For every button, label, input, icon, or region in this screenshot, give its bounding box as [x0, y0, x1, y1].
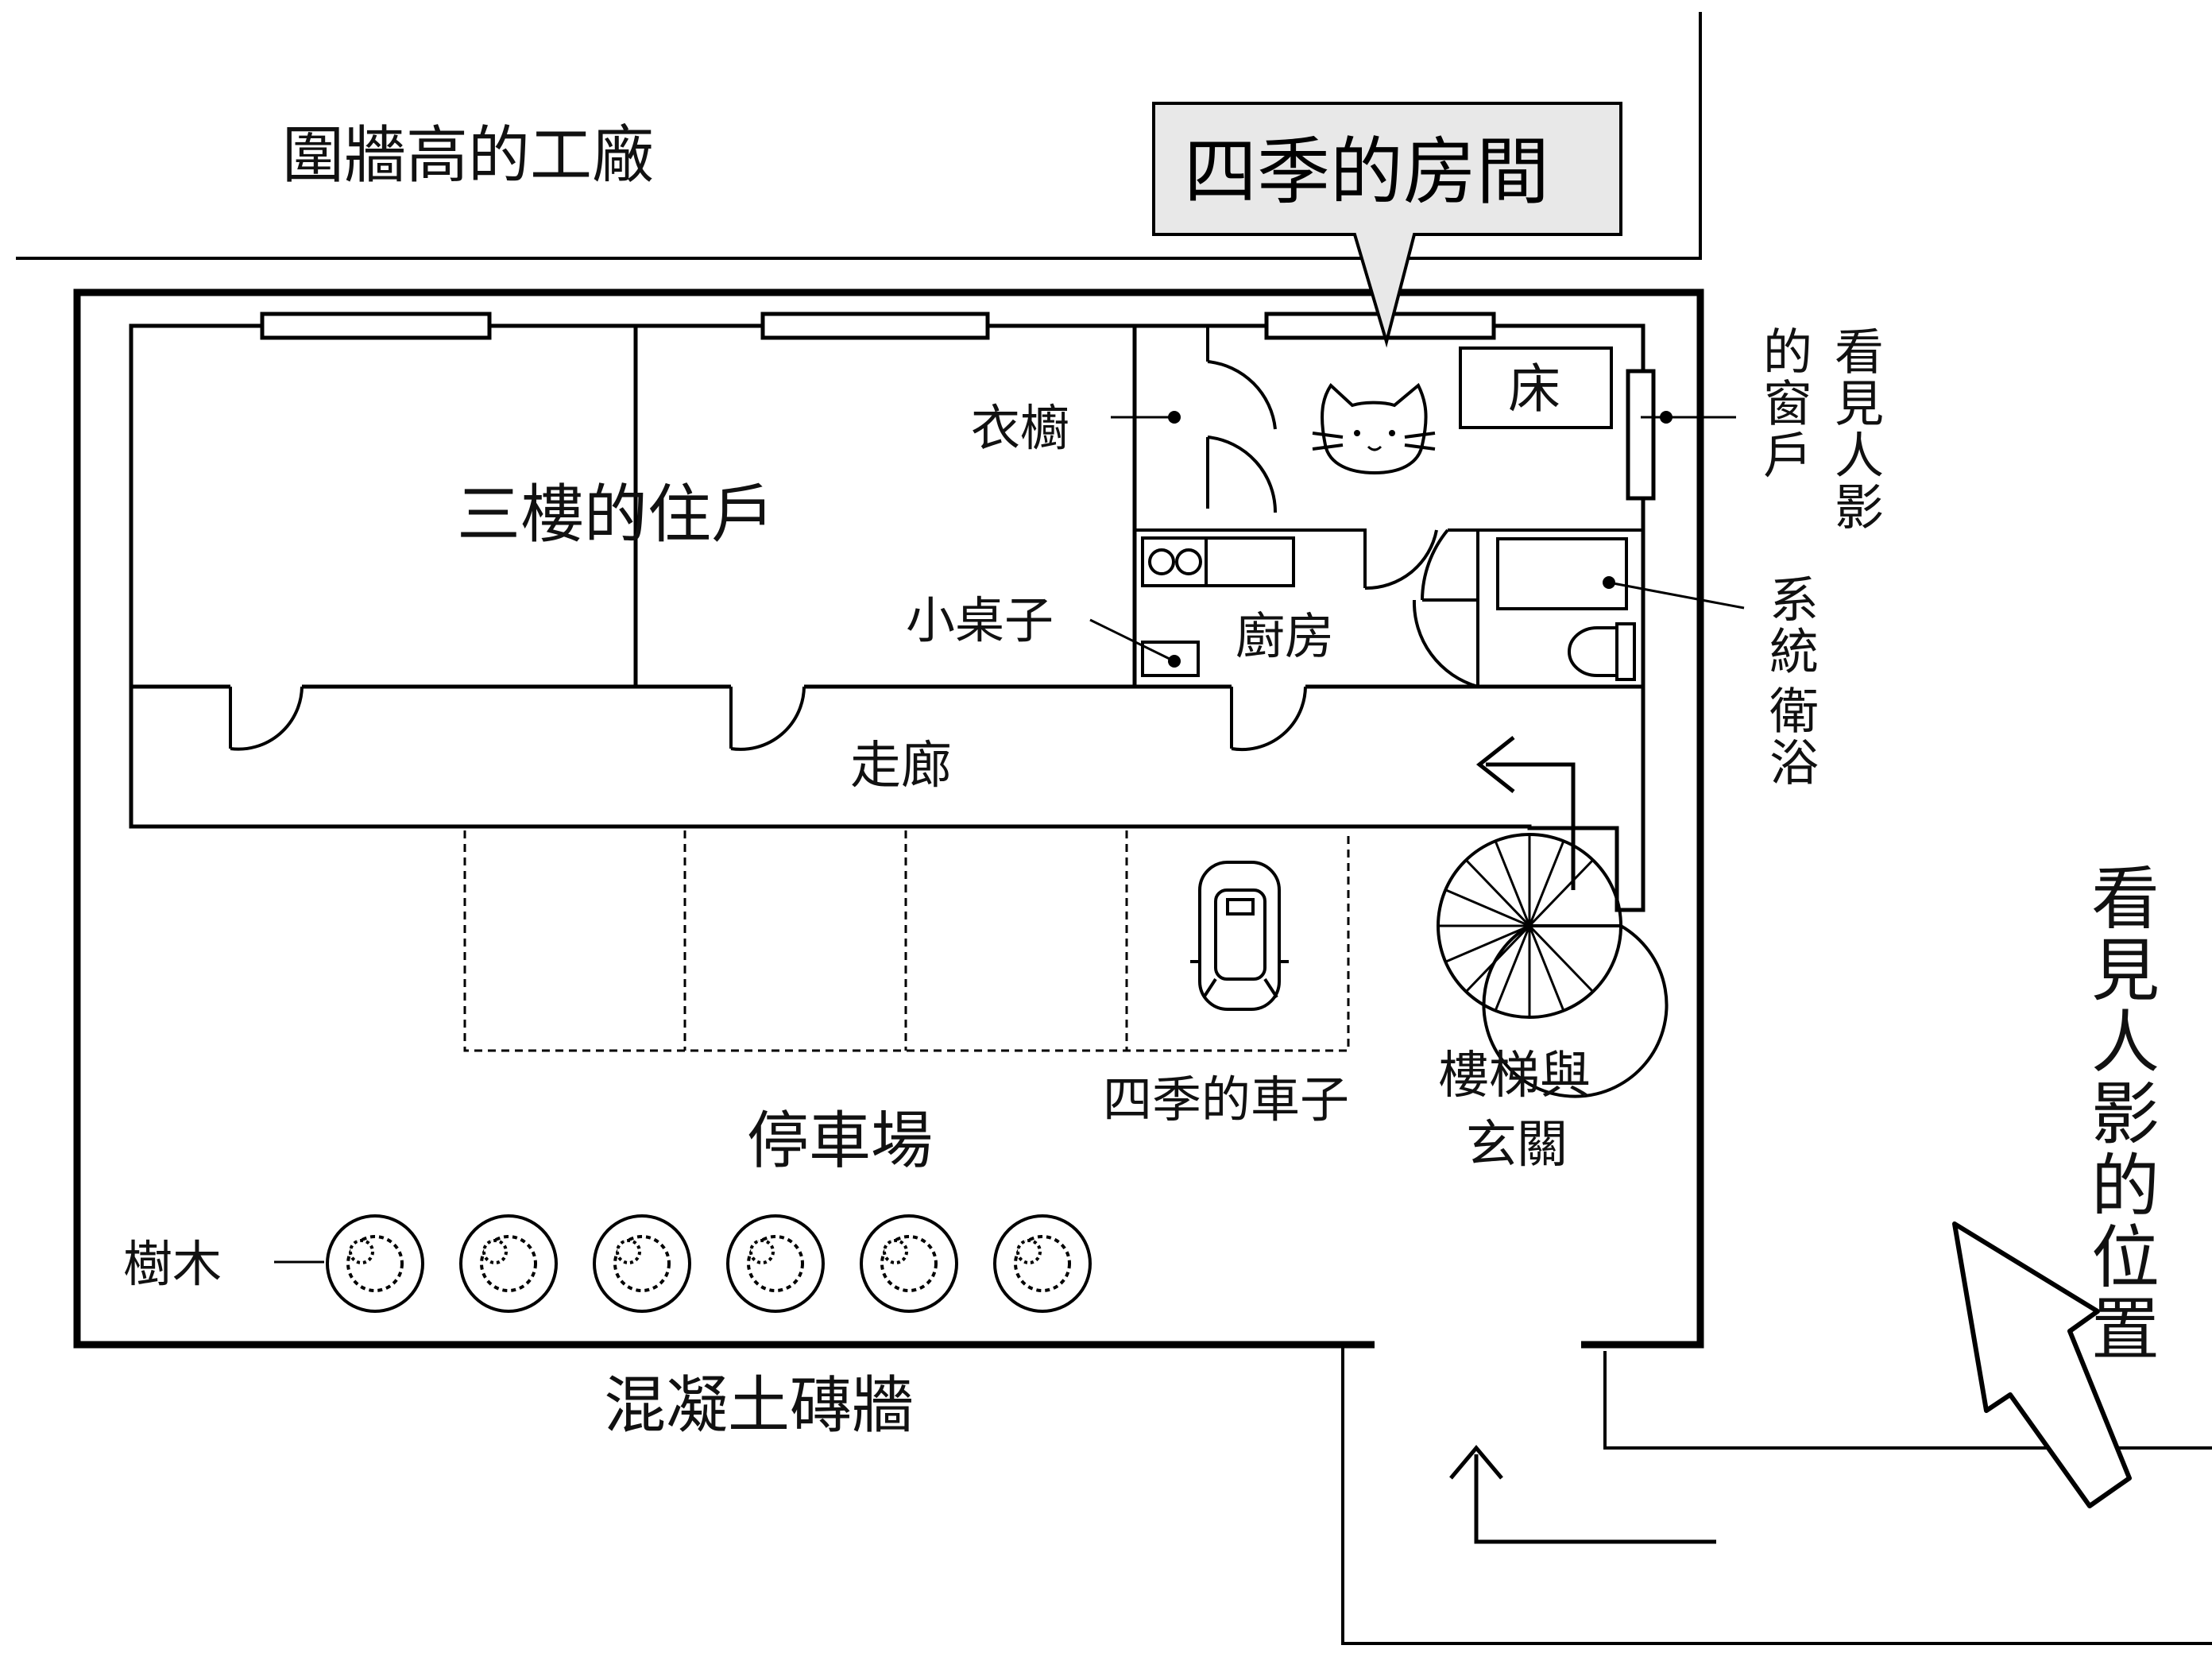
small-table-label: 小桌子: [906, 591, 1054, 649]
corridor-doors: [229, 686, 1307, 752]
corridor-arrow-icon: [1475, 736, 1576, 890]
system-bath-col-1: 系統: [1769, 571, 1819, 681]
corridor-label: 走廊: [850, 737, 952, 796]
seen-position-label: 看見人影的位置: [2091, 860, 2160, 1370]
window-seen-col-2: 的窗戶: [1763, 323, 1812, 485]
concrete-block-wall: [73, 288, 1704, 1349]
car-topview-icon: [1190, 861, 1289, 1011]
trees-label: 樹木: [123, 1235, 222, 1293]
third-floor-label: 三樓的住戶: [457, 478, 775, 552]
wardrobe-door-upper: [1206, 326, 1277, 430]
window-seen-label: 看見人影 的窗戶: [1763, 323, 1884, 536]
tree-shrub-icon: [593, 1214, 691, 1313]
street-arrow-icon: [1449, 1445, 1716, 1544]
window-seen-col-1: 看見人影: [1835, 323, 1884, 536]
bed-label: 床: [1508, 358, 1560, 420]
side-window: [1626, 369, 1656, 501]
room-title: 四季的房間: [1184, 130, 1549, 215]
bath-door-swing: [1412, 599, 1479, 688]
tree-shrub-icon: [860, 1214, 958, 1313]
shiki-car-label: 四季的車子: [1103, 1070, 1349, 1128]
concrete-wall-label: 混凝土磚牆: [604, 1370, 914, 1442]
room-title-callout: [1152, 102, 1622, 348]
factory-wall-line: [16, 12, 1702, 260]
cat-mouth: [1367, 445, 1382, 451]
tree-row: [326, 1214, 1092, 1313]
bathtub-icon: [1496, 537, 1628, 610]
tree-shrub-icon: [459, 1214, 558, 1313]
spiral-stairs-icon: [1437, 833, 1669, 1098]
toilet-icon: [1568, 622, 1636, 681]
tree-shrub-icon: [726, 1214, 825, 1313]
bed-icon: [1459, 346, 1613, 429]
cat-face-icon: [1312, 382, 1436, 475]
window-1: [260, 312, 492, 340]
kitchen-label: 廚房: [1236, 607, 1334, 665]
top-windows: [260, 312, 1496, 340]
window-marker: [1660, 411, 1673, 424]
kitchen-entry-door: [1363, 529, 1438, 590]
shiki-room-interior: [1135, 326, 1643, 688]
tree-shrub-icon: [326, 1214, 424, 1313]
leader-lines: [274, 416, 1745, 1264]
viewpoint-arrow-icon: [1952, 1221, 2132, 1508]
bath-leader: [1608, 581, 1745, 610]
factory-label: 圍牆高的工廠: [282, 120, 654, 192]
window-2: [760, 312, 990, 340]
site-boundary-lines: [16, 12, 2212, 1645]
tree-shrub-icon: [993, 1214, 1092, 1313]
wardrobe-label: 衣櫥: [971, 399, 1069, 457]
parking-label: 停車場: [747, 1105, 933, 1177]
street-line-inner: [1603, 1351, 2212, 1450]
stairs-label-line-1: 樓梯與: [1438, 1047, 1591, 1105]
building-outline: [129, 323, 1645, 912]
system-bath-col-2: 衛浴: [1769, 683, 1819, 792]
table-leader: [1089, 618, 1175, 663]
stove-icon: [1141, 536, 1295, 587]
wardrobe-door-lower: [1206, 436, 1278, 513]
stairs-label-line-2: 玄關: [1466, 1116, 1568, 1175]
system-bath-label: 系統 衛浴: [1769, 571, 1819, 792]
cat-features: [1354, 430, 1395, 436]
street-line-outer: [1341, 1347, 2212, 1645]
parking-spaces: [463, 830, 1350, 1052]
